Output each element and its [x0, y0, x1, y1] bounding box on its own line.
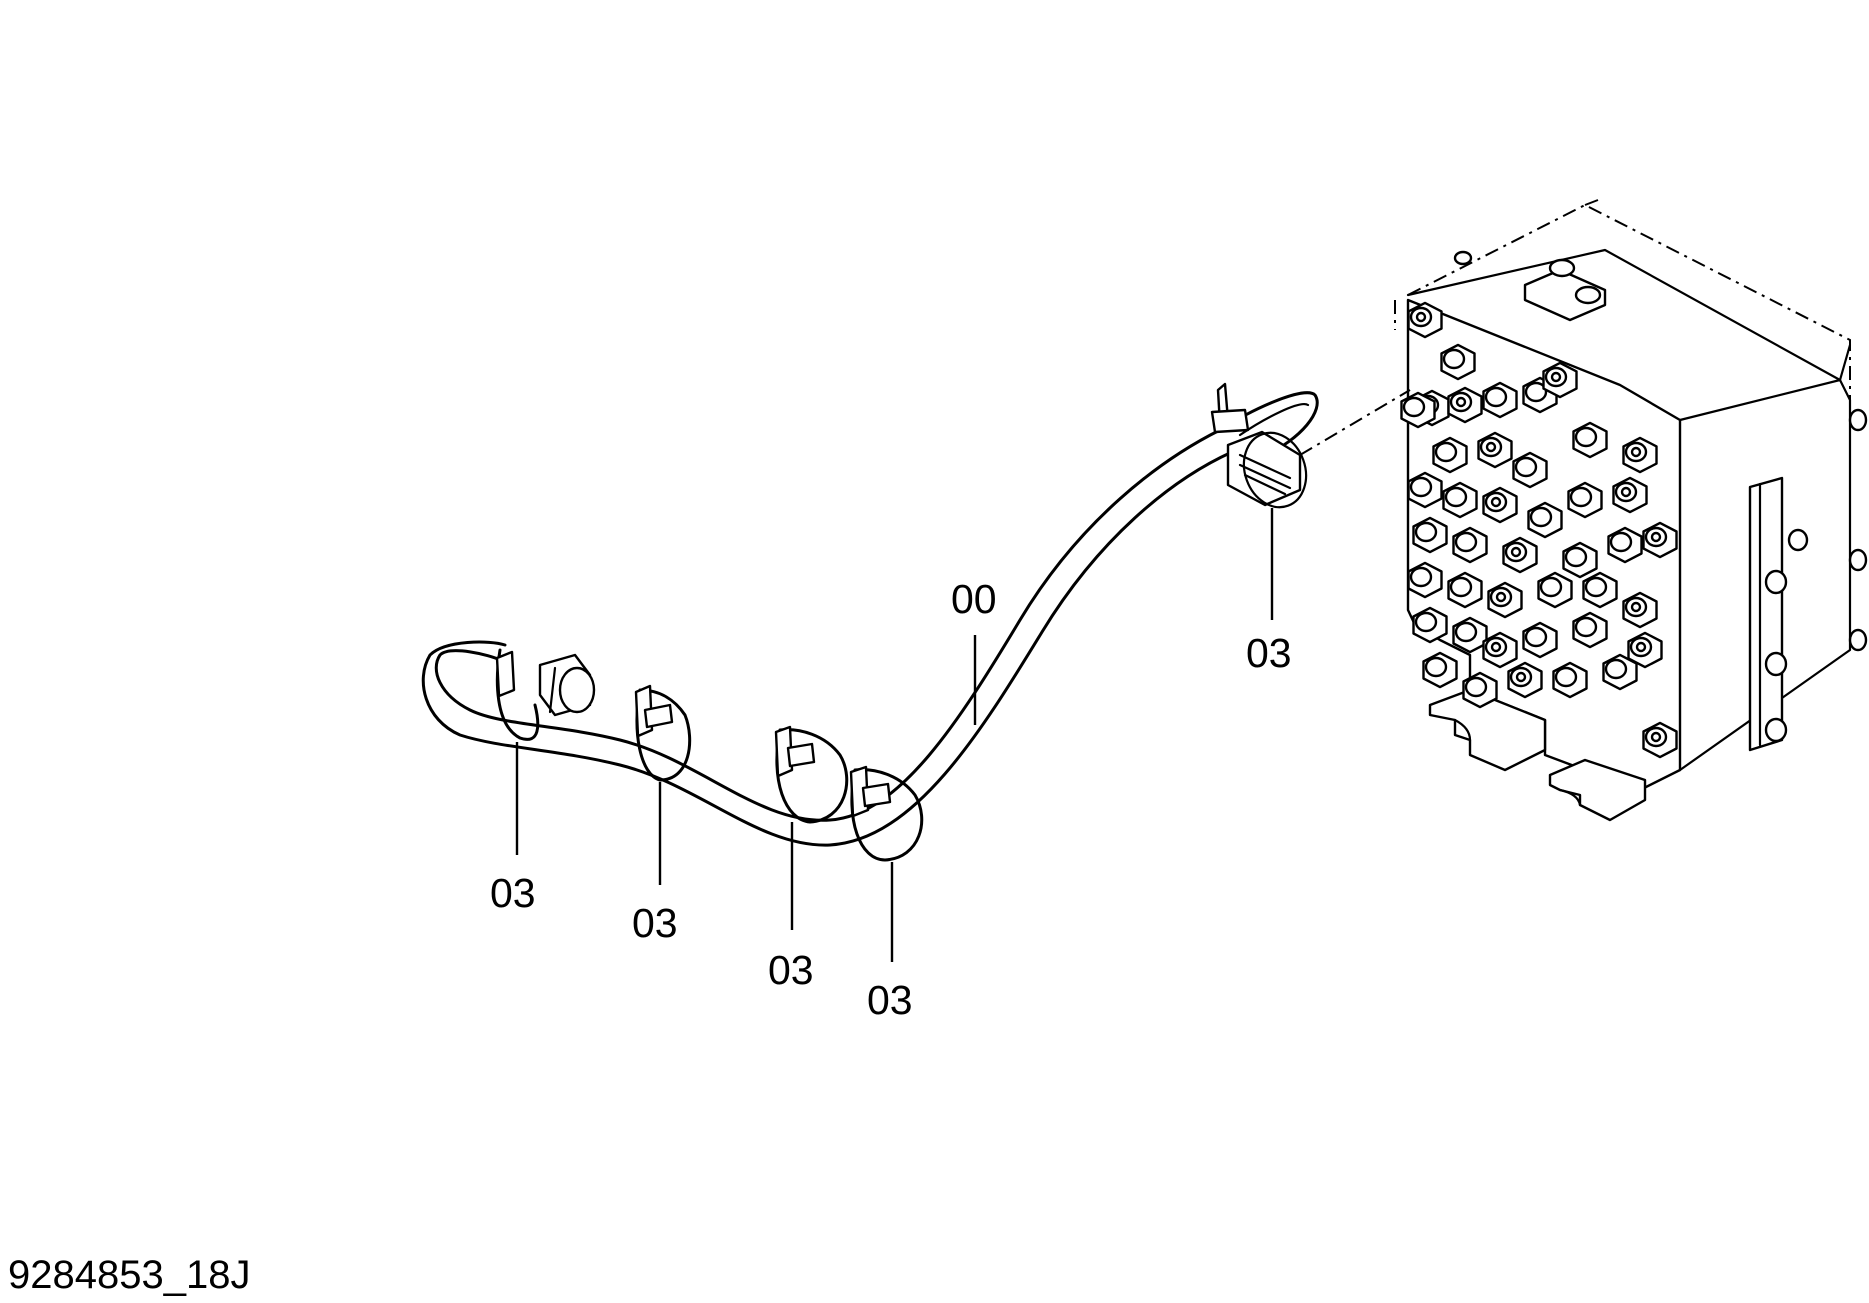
valve-fitting: [1642, 521, 1678, 559]
valve-fitting: [1507, 661, 1543, 699]
valve-fitting: [1642, 721, 1678, 759]
valve-fitting: [1407, 471, 1443, 509]
valve-fitting: [1622, 436, 1658, 474]
valve-fitting: [1412, 606, 1448, 644]
side-bolts: [1764, 408, 1868, 743]
valve-fitting: [1552, 661, 1588, 699]
valve-fitting: [1572, 421, 1608, 459]
valve-fitting: [1527, 501, 1563, 539]
valve-fitting: [1447, 386, 1483, 424]
valve-fitting: [1602, 653, 1638, 691]
wire-harness: [421, 391, 1319, 847]
valve-fitting: [1440, 343, 1476, 381]
callout-clip-2: 03: [632, 900, 678, 946]
valve-fitting: [1537, 571, 1573, 609]
valve-fitting: [1407, 301, 1443, 339]
valve-fitting: [1400, 391, 1436, 429]
valve-fitting: [1487, 581, 1523, 619]
callout-clip-at-valve: 03: [1246, 630, 1292, 676]
valve-fitting: [1422, 651, 1458, 689]
valve-fitting: [1447, 571, 1483, 609]
callout-labels: 00 03 03 03 03 03: [490, 576, 1292, 1023]
drawing-number: 9284853_18J: [8, 1253, 250, 1297]
callout-clip-3: 03: [768, 947, 814, 993]
harness-connector-valve: [1210, 382, 1411, 509]
control-valve-block: [1394, 199, 1868, 822]
top-fittings: [1453, 250, 1607, 322]
harness-clips: [495, 648, 924, 862]
mounting-feet: [1428, 688, 1647, 822]
valve-fitting: [1622, 591, 1658, 629]
callout-main-harness: 00: [951, 576, 997, 622]
valve-fitting: [1462, 671, 1498, 709]
valve-fitting: [1482, 381, 1518, 419]
valve-fitting: [1452, 526, 1488, 564]
valve-fitting: [1567, 481, 1603, 519]
valve-fitting: [1442, 481, 1478, 519]
harness-connector-end: [538, 653, 596, 717]
valve-fitting: [1502, 536, 1538, 574]
callout-clip-4: 03: [867, 977, 913, 1023]
valve-fitting: [1482, 486, 1518, 524]
valve-fitting: [1482, 631, 1518, 669]
valve-fitting: [1612, 476, 1648, 514]
valve-fitting: [1412, 516, 1448, 554]
valve-fittings: [1400, 301, 1678, 759]
valve-fitting: [1512, 451, 1548, 489]
valve-fitting: [1572, 611, 1608, 649]
valve-fitting: [1522, 621, 1558, 659]
callout-clip-1: 03: [490, 870, 536, 916]
valve-fitting: [1542, 361, 1578, 399]
leader-lines: [515, 508, 1274, 962]
valve-fitting: [1582, 571, 1618, 609]
valve-fitting: [1407, 561, 1443, 599]
valve-fitting: [1562, 541, 1598, 579]
valve-fitting: [1452, 616, 1488, 654]
valve-fitting: [1627, 631, 1663, 669]
valve-fitting: [1477, 431, 1513, 469]
valve-fitting: [1432, 436, 1468, 474]
valve-fitting: [1607, 526, 1643, 564]
